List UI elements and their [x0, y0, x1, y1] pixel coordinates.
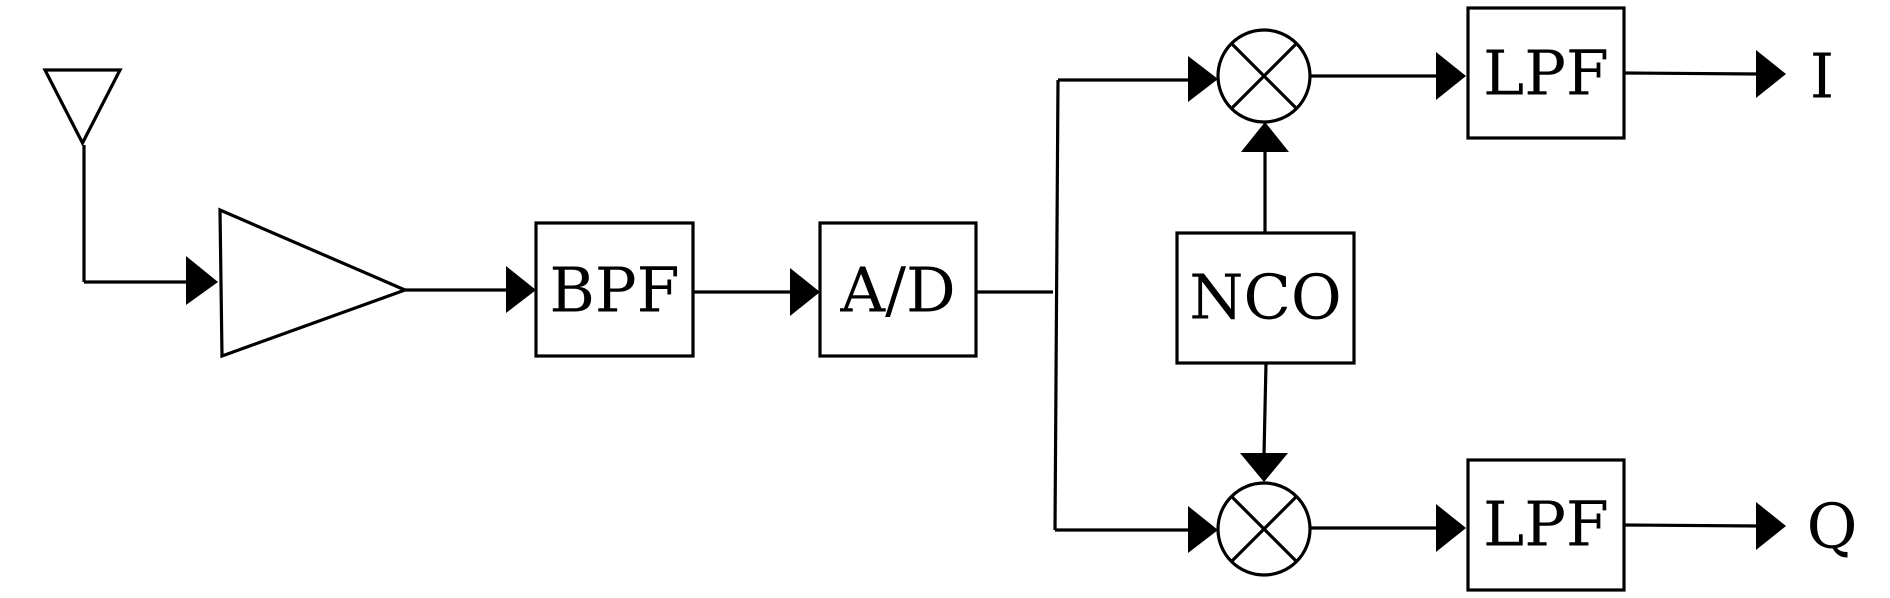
bpf-block: BPF [534, 221, 695, 358]
split-to-bottom-mixer-arrow [1055, 506, 1218, 553]
signal-splitter [976, 79, 1060, 531]
split-to-top-mixer-arrow [1058, 56, 1218, 102]
lpf-bottom-block: LPF [1466, 458, 1626, 592]
amplifier-to-bpf-arrow [405, 266, 536, 313]
in-phase-output-label: I [1810, 40, 1835, 113]
lpf-top-label: LPF [1483, 37, 1609, 110]
lpf-bottom-label: LPF [1483, 488, 1609, 561]
antenna-icon [42, 68, 123, 282]
quadrature-output-label: Q [1807, 490, 1858, 563]
nco-to-top-mixer-arrow [1241, 122, 1289, 233]
bottom-mixer-symbol [1216, 481, 1312, 577]
amplifier-symbol [218, 207, 410, 359]
adc-label: A/D [839, 254, 955, 327]
nco-block: NCO [1175, 231, 1356, 365]
bpf-label: BPF [549, 254, 679, 327]
lpf-top-to-i-arrow [1623, 50, 1786, 98]
antenna-to-amplifier-arrow [84, 256, 218, 305]
nco-label: NCO [1189, 261, 1342, 334]
top-mixer-to-lpf-arrow [1310, 52, 1466, 100]
top-mixer-symbol [1216, 28, 1312, 124]
lpf-bottom-to-q-arrow [1623, 502, 1786, 550]
bpf-to-adc-arrow [693, 268, 820, 316]
bottom-mixer-to-lpf-arrow [1310, 504, 1466, 552]
nco-to-bottom-mixer-arrow [1240, 362, 1288, 482]
lpf-top-block: LPF [1466, 6, 1626, 140]
adc-block: A/D [818, 221, 978, 358]
